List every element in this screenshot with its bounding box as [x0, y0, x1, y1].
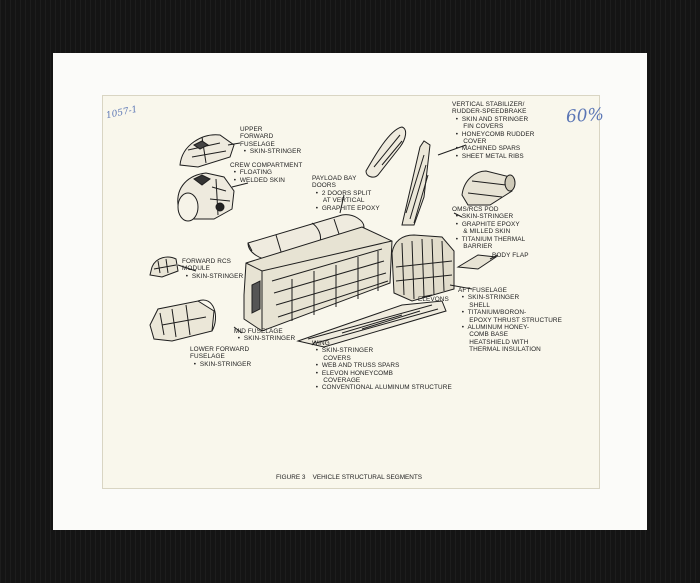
label-payload-bay-doors: PAYLOAD BAY DOORS • 2 DOORS SPLIT AT VER…	[312, 175, 380, 212]
label-forward-rcs-module: FORWARD RCS MODULE • SKIN-STRINGER	[182, 258, 244, 280]
forward-rcs-module-part	[149, 256, 179, 278]
handwritten-note-top-right: 60%	[565, 104, 605, 128]
exploded-structure-drawing	[149, 126, 516, 348]
aft-fuselage-part	[391, 234, 455, 302]
label-wing: WING • SKIN-STRINGER COVERS • WEB AND TR…	[312, 340, 452, 392]
label-elevons: ELEVONS	[418, 296, 449, 303]
rudder-speedbrake-part	[365, 126, 407, 178]
vertical-stabilizer-part	[401, 140, 431, 226]
label-upper-forward-fuselage: UPPER FORWARD FUSELAGE • SKIN-STRINGER	[240, 126, 302, 156]
upper-forward-fuselage-part	[179, 134, 235, 168]
lower-forward-fuselage-part	[149, 299, 216, 342]
label-mid-fuselage: MID FUSELAGE • SKIN-STRINGER	[234, 328, 296, 343]
label-lower-forward-fuselage: LOWER FORWARD FUSELAGE • SKIN-STRINGER	[190, 346, 252, 368]
label-body-flap: BODY FLAP	[492, 252, 529, 259]
oms-rcs-pod-part	[461, 170, 516, 206]
wing-part	[296, 300, 447, 348]
label-aft-fuselage: AFT FUSELAGE • SKIN-STRINGER SHELL • TIT…	[458, 287, 563, 354]
mid-fuselage-part	[243, 226, 393, 332]
label-vertical-stabilizer: VERTICAL STABILIZER/ RUDDER-SPEEDBRAKE •…	[452, 101, 535, 160]
body-flap-part	[456, 254, 498, 270]
label-crew-compartment: CREW COMPARTMENT • FLOATING • WELDED SKI…	[230, 162, 303, 184]
crew-compartment-part	[177, 172, 235, 222]
label-oms-rcs-pod: OMS/RCS POD • SKIN-STRINGER • GRAPHITE E…	[452, 206, 526, 251]
figure-caption: FIGURE 3 VEHICLE STRUCTURAL SEGMENTS	[276, 474, 423, 481]
